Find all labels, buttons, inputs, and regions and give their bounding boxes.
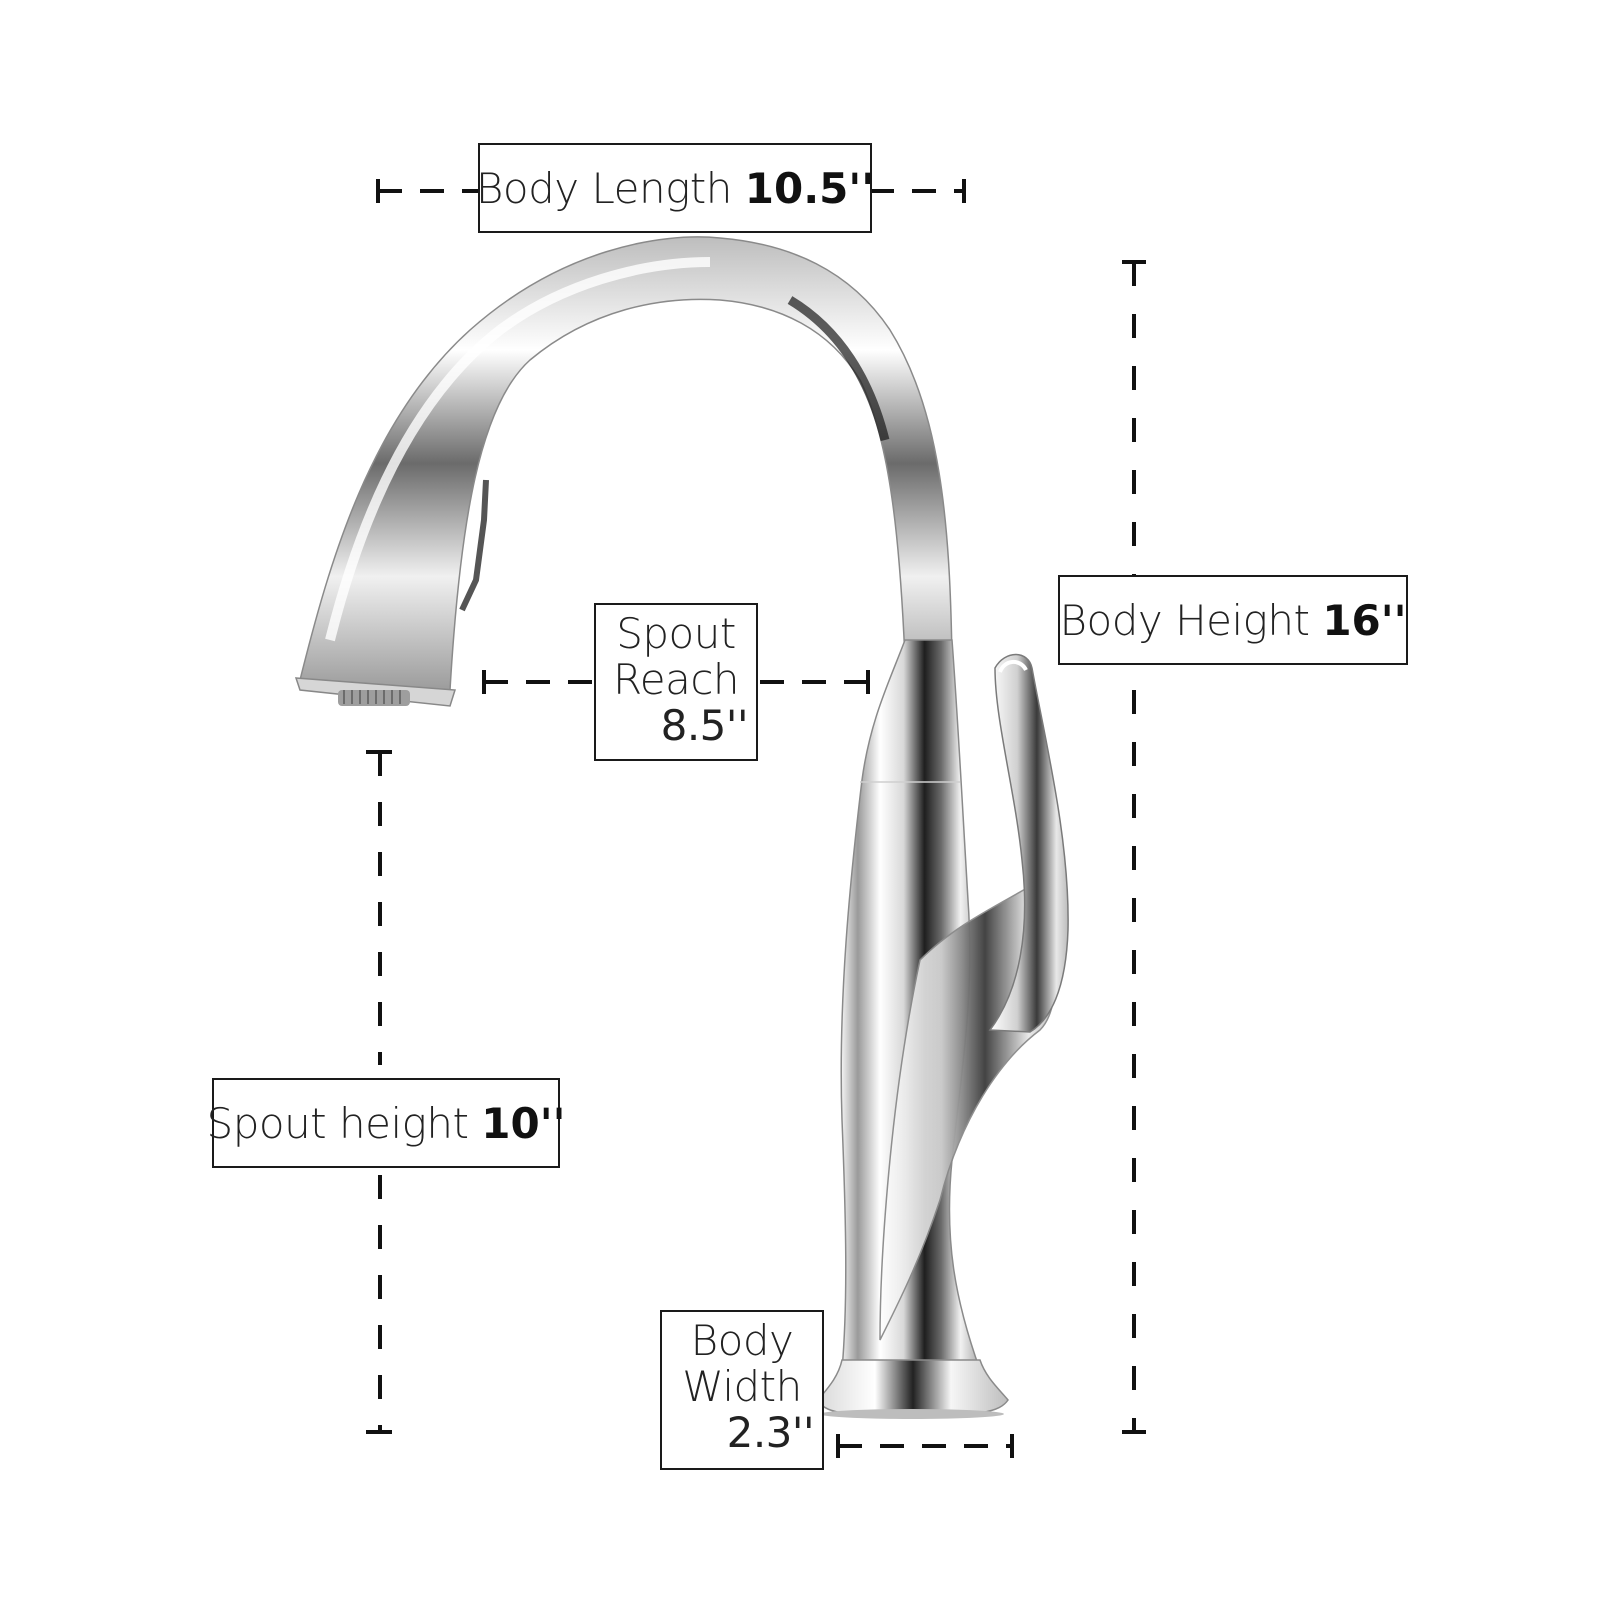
body-width-label: Body Width 2.3'' bbox=[660, 1310, 824, 1470]
body-height-dimension-line bbox=[1122, 260, 1146, 1434]
body-height-text: Body Height bbox=[1059, 595, 1310, 645]
spout-reach-text-line1: Spout bbox=[616, 609, 736, 658]
spout-height-dimension-line bbox=[366, 750, 392, 1434]
faucet-spout bbox=[299, 236, 953, 691]
spout-height-text: Spout height bbox=[206, 1098, 469, 1148]
spout-height-value: 10'' bbox=[481, 1098, 566, 1148]
body-length-value: 10.5'' bbox=[744, 163, 875, 213]
body-width-value: 2.3'' bbox=[726, 1408, 815, 1457]
spout-height-label: Spout height 10'' bbox=[207, 1078, 565, 1168]
lever-handle[interactable] bbox=[988, 653, 1069, 1033]
spout-reach-value: 8.5'' bbox=[660, 701, 749, 750]
spout-reach-dimension-line bbox=[482, 670, 870, 694]
faucet-illustration bbox=[294, 236, 1069, 1419]
body-length-text: Body Length bbox=[475, 163, 732, 213]
body-length-label: Body Length 10.5'' bbox=[475, 143, 875, 233]
body-height-label: Body Height 16'' bbox=[1058, 575, 1408, 665]
body-length-dimension-line bbox=[376, 179, 966, 203]
spout-reach-label: Spout Reach 8.5'' bbox=[594, 603, 758, 761]
faucet-base bbox=[817, 1359, 1009, 1417]
body-height-value: 16'' bbox=[1322, 595, 1407, 645]
body-width-dimension-line bbox=[836, 1434, 1014, 1458]
spout-reach-text-line2: Reach bbox=[612, 655, 740, 704]
body-width-text-line2: Width bbox=[682, 1362, 802, 1411]
dimension-lines bbox=[366, 179, 1146, 1458]
body-width-text-line1: Body bbox=[690, 1316, 794, 1365]
